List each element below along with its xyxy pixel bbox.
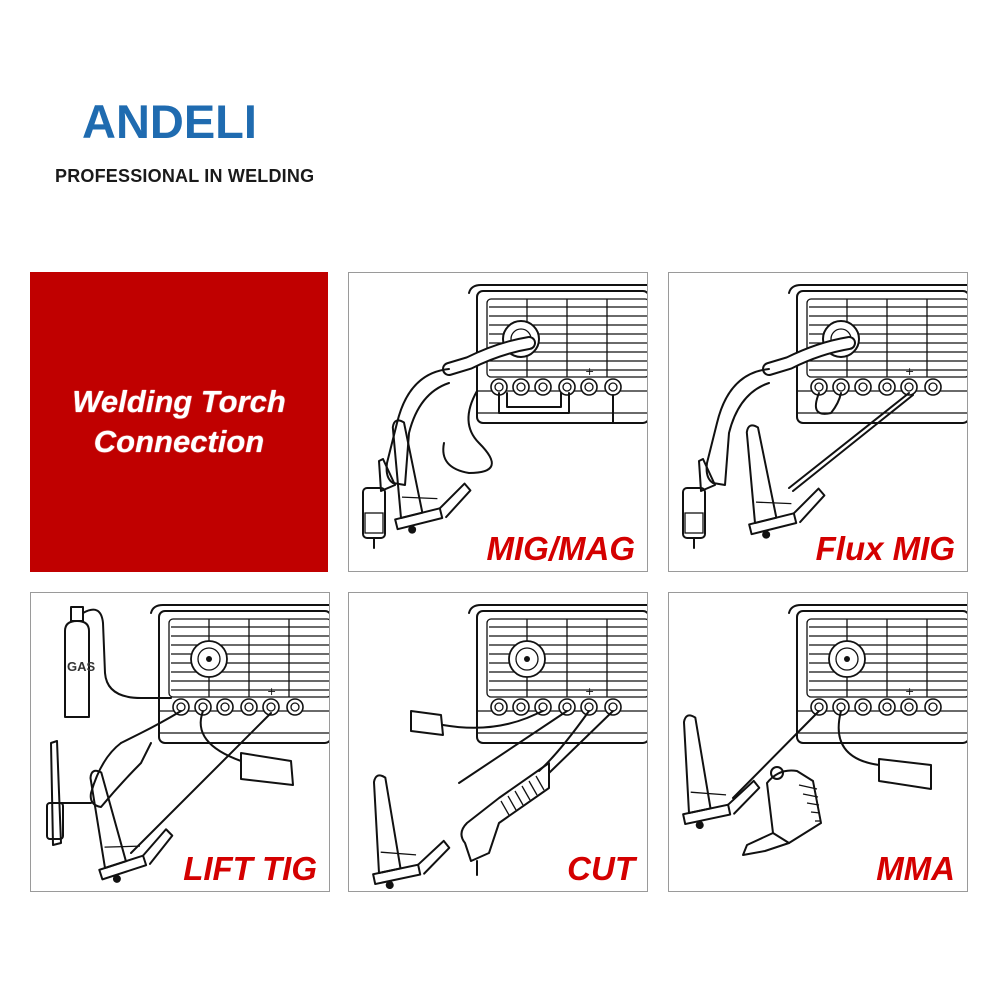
svg-text:+: + [267, 685, 276, 698]
title-line-1: Welding Torch [72, 383, 286, 419]
svg-text:+: + [905, 365, 914, 378]
welding-machine-icon: + [362, 284, 647, 549]
brand-tagline: PROFESSIONAL IN WELDING [55, 166, 315, 186]
brand-name: ANDELI [82, 95, 257, 148]
welding-machine-icon: + [682, 284, 967, 549]
brand-logo: ANDELI [82, 98, 257, 145]
mode-label: CUT [566, 849, 635, 887]
welding-machine-icon: + [682, 604, 967, 856]
panel-mma: + MMA [668, 592, 968, 892]
panel-mig-mag: + MIG/MAG [348, 272, 648, 572]
panel-cut: + CUT [348, 592, 648, 892]
title-box: Welding Torch Connection [30, 272, 328, 572]
panel-lift-tig: + GAS LIFT TIG [30, 592, 330, 892]
mode-label: LIFT TIG [182, 849, 317, 887]
welding-machine-icon: + [372, 604, 647, 890]
mode-label: MMA [875, 849, 955, 887]
gas-label: GAS [67, 659, 96, 674]
svg-text:+: + [585, 365, 594, 378]
svg-text:+: + [585, 685, 594, 698]
mode-label: Flux MIG [815, 529, 956, 567]
svg-text:+: + [905, 685, 914, 698]
welding-machine-icon: + [46, 604, 329, 883]
panel-flux-mig: + Flux MIG [668, 272, 968, 572]
title-line-2: Connection [93, 424, 265, 459]
mode-label: MIG/MAG [486, 529, 636, 567]
